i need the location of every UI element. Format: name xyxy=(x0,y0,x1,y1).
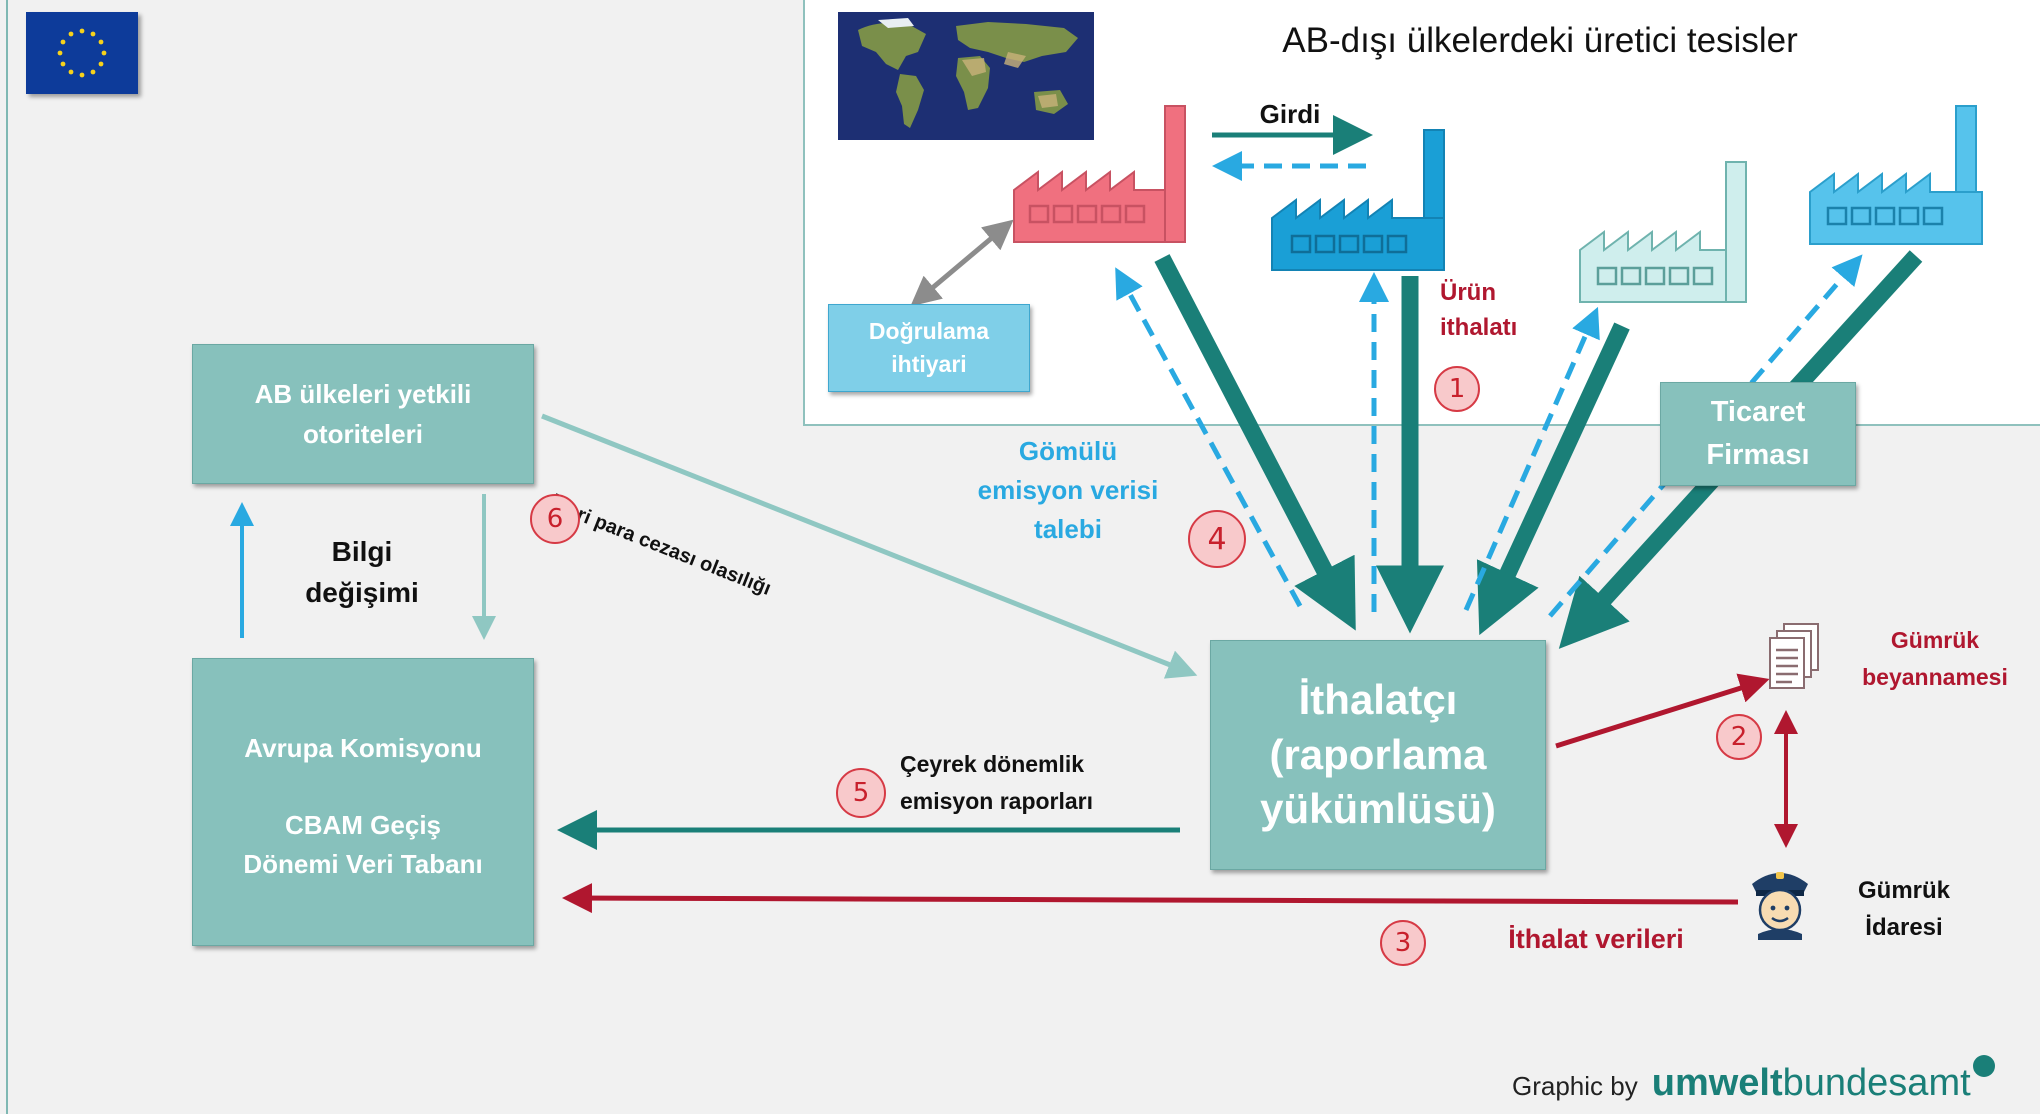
ithalatci-line3: yükümlüsü) xyxy=(1260,785,1496,833)
dogrulama-line2: ihtiyari xyxy=(891,351,967,377)
badge-6: 6 xyxy=(530,494,580,544)
request-arrow-pale xyxy=(1463,306,1600,611)
import-data-arrow xyxy=(562,883,1739,914)
gumruk-idaresi-label: Gümrük İdaresi xyxy=(1834,872,1974,946)
ab-otoriteleri-line1: AB ülkeleri yetkili xyxy=(254,378,472,409)
badge-3: 3 xyxy=(1380,920,1426,966)
ceyrek-line2: emisyon raporları xyxy=(900,787,1094,814)
gumruk-idaresi-line2: İdaresi xyxy=(1865,914,1943,942)
badge-5: 5 xyxy=(836,768,886,818)
ithalatci-line2: (raporlama xyxy=(1269,730,1487,778)
gumruk-beyannamesi-label: Gümrük beyannamesi xyxy=(1840,622,2030,696)
badge-2: 2 xyxy=(1716,714,1762,760)
ab-otoriteleri-line2: otoriteleri xyxy=(303,419,423,449)
ab-otoriteleri-box[interactable]: AB ülkeleri yetkili otoriteleri xyxy=(192,344,534,484)
ithalatci-box[interactable]: İthalatçı (raporlama yükümlüsü) xyxy=(1210,640,1546,870)
gomulu-line2: emisyon verisi xyxy=(977,475,1159,505)
avrupa-komisyonu-line1: Avrupa Komisyonu xyxy=(244,733,482,763)
bilgi-label: Bilgi değişimi xyxy=(282,532,442,613)
ceyrek-line1: Çeyrek dönemlik xyxy=(900,751,1085,777)
avrupa-komisyonu-box[interactable]: Avrupa Komisyonu CBAM Geçiş Dönemi Veri … xyxy=(192,658,534,946)
factory-blue-icon xyxy=(1271,129,1445,271)
panel-title: AB-dışı ülkelerdeki üretici tesisler xyxy=(1282,21,1798,60)
avrupa-komisyonu-line2: CBAM Geçiş xyxy=(284,810,442,840)
gumruk-beyannamesi-line1: Gümrük xyxy=(1890,627,1980,653)
declaration-arrow xyxy=(1555,673,1770,749)
document-stack-icon xyxy=(1769,623,1819,689)
bilgi-line1: Bilgi xyxy=(331,536,393,567)
credit-prefix: Graphic by xyxy=(1512,1071,1638,1101)
urun-ithalati-line2: ithalatı xyxy=(1440,313,1518,341)
gumruk-idaresi-line1: Gümrük xyxy=(1857,877,1950,904)
girdi-label: Girdi xyxy=(1259,99,1321,129)
ceyrek-label: Çeyrek dönemlik emisyon raporları xyxy=(900,746,1150,820)
ticaret-line2: Firması xyxy=(1706,439,1810,471)
ticaret-line1: Ticaret xyxy=(1710,395,1806,428)
factory-pink-icon xyxy=(1013,105,1186,243)
urun-ithalati-label: Ürün ithalatı xyxy=(1440,276,1550,346)
badge-1: 1 xyxy=(1434,366,1480,412)
dogrulama-box[interactable]: Doğrulama ihtiyari xyxy=(828,304,1030,392)
badge-4: 4 xyxy=(1188,510,1246,568)
bilgi-line2: değişimi xyxy=(305,576,419,608)
ticaret-firmasi-box[interactable]: Ticaret Firması xyxy=(1660,382,1856,486)
gomulu-line1: Gömülü xyxy=(1018,436,1118,466)
ithalat-verileri-label: İthalat verileri xyxy=(1508,924,1684,954)
credit-brand-light: bundesamt xyxy=(1782,1062,1971,1104)
ithalatci-line1: İthalatçı xyxy=(1298,676,1458,724)
credit-brand-bold: umwelt xyxy=(1651,1062,1783,1104)
urun-ithalati-line1: Ürün xyxy=(1440,279,1496,306)
request-arrow-pink xyxy=(1115,267,1303,608)
gomulu-line3: talebi xyxy=(1034,514,1102,544)
import-arrow-pink xyxy=(1154,254,1356,631)
verification-arrow xyxy=(910,219,1014,307)
factory-cyan-icon xyxy=(1809,105,1983,245)
world-map-icon xyxy=(838,12,1094,140)
avrupa-komisyonu-line3: Dönemi Veri Tabanı xyxy=(243,849,483,879)
eu-flag-icon xyxy=(26,12,138,94)
factory-pale-icon xyxy=(1579,161,1747,303)
import-arrow-pale xyxy=(1476,322,1630,636)
dogrulama-line1: Doğrulama xyxy=(868,317,990,344)
left-border xyxy=(6,0,8,1114)
credit-line: Graphic by umwelt bundesamt xyxy=(1512,1055,2032,1110)
gomulu-label: Gömülü emisyon verisi talebi xyxy=(960,432,1176,549)
penalty-arrow xyxy=(541,413,1198,679)
gumruk-beyannamesi-line2: beyannamesi xyxy=(1862,663,2008,690)
brand-logo-icon xyxy=(1972,1055,1995,1077)
customs-officer-icon xyxy=(1752,872,1808,940)
